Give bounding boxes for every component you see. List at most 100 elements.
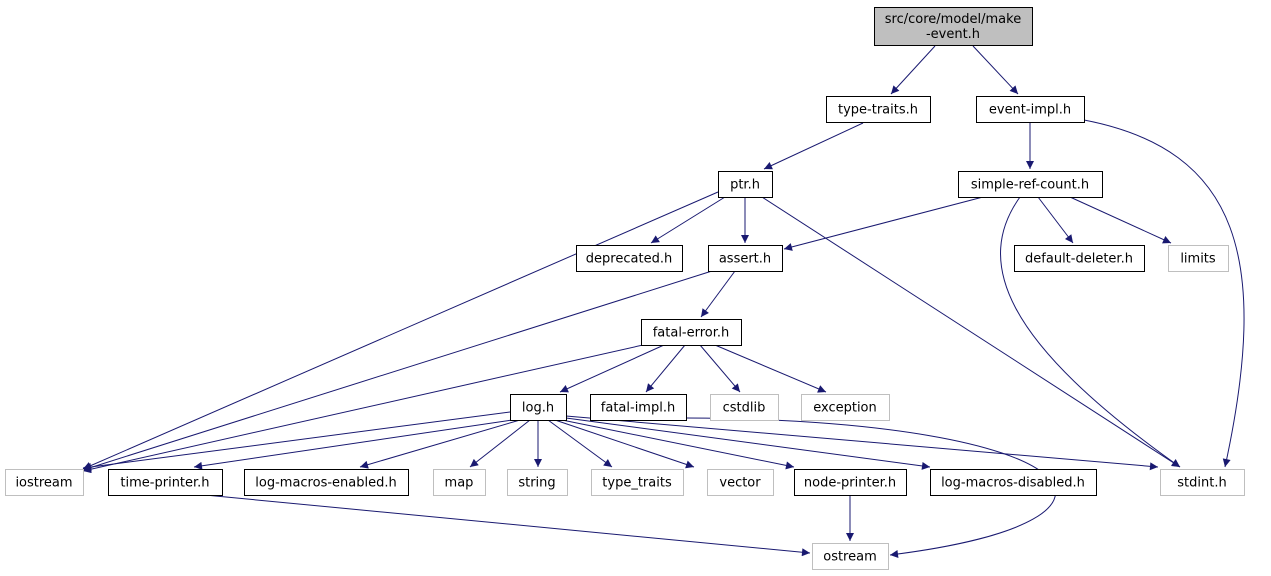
node-stdint: stdint.h: [1160, 469, 1245, 496]
node-node-printer[interactable]: node-printer.h: [794, 469, 907, 496]
node-label-stdint: stdint.h: [1177, 476, 1226, 491]
node-box-default-deleter: [1014, 245, 1145, 272]
node-deprecated[interactable]: deprecated.h: [576, 245, 683, 272]
node-label-make-event-line-2: -event.h: [926, 27, 980, 42]
node-box-fatal-impl: [590, 394, 687, 421]
edge-simple-ref-count-to-default-deleter: [1037, 196, 1074, 244]
edge-simple-ref-count-to-stdint: [1000, 196, 1181, 468]
edge-simple-ref-count-to-limits: [1069, 196, 1172, 244]
node-type-traits[interactable]: type-traits.h: [826, 96, 931, 123]
edge-log-to-vector: [554, 419, 695, 469]
node-label-default-deleter: default-deleter.h: [1025, 252, 1133, 267]
node-label-fatal-error: fatal-error.h: [653, 326, 730, 341]
node-ptr[interactable]: ptr.h: [718, 171, 773, 198]
edge-ptr-to-deprecated: [650, 196, 726, 244]
edge-log-to-map: [469, 419, 531, 468]
node-box-time-printer: [108, 469, 223, 496]
node-label-limits: limits: [1180, 252, 1216, 267]
edge-time-printer-to-ostream: [204, 494, 811, 557]
edges-layer: [82, 45, 1245, 558]
node-label-log-macros-disabled: log-macros-disabled.h: [941, 476, 1085, 491]
node-label-simple-ref-count: simple-ref-count.h: [971, 178, 1089, 193]
edge-ptr-to-iostream: [82, 191, 719, 470]
edge-fatal-error-to-fatal-impl: [645, 344, 686, 393]
node-box-limits: [1168, 245, 1229, 272]
node-log[interactable]: log.h: [510, 394, 567, 421]
edge-log-to-node-printer: [561, 419, 795, 470]
node-log-macros-disabled[interactable]: log-macros-disabled.h: [930, 469, 1097, 496]
node-fatal-impl[interactable]: fatal-impl.h: [590, 394, 687, 421]
node-label-assert: assert.h: [719, 252, 771, 267]
edge-assert-to-iostream: [82, 270, 713, 472]
nodes-layer: src/core/model/make-event.h type-traits.h…: [5, 7, 1245, 570]
edge-fatal-error-to-cstdlib: [699, 344, 741, 393]
edge-log-to-log-macros-enabled: [359, 419, 521, 469]
node-box-type-traits: [826, 96, 931, 123]
edge-simple-ref-count-to-assert: [783, 196, 984, 251]
edge-log-to-stdint: [565, 415, 1159, 471]
node-box-exception: [801, 394, 890, 421]
edge-ptr-to-stdint: [761, 196, 1181, 468]
node-label-iostream: iostream: [15, 476, 72, 491]
node-box-assert: [708, 245, 783, 272]
node-label-event-impl: event-impl.h: [989, 103, 1071, 118]
node-event-impl[interactable]: event-impl.h: [976, 96, 1085, 123]
node-log-macros-enabled[interactable]: log-macros-enabled.h: [244, 469, 409, 496]
node-exception: exception: [801, 394, 890, 421]
node-label-exception: exception: [813, 401, 877, 416]
node-box-string: [507, 469, 568, 496]
node-box-deprecated: [576, 245, 683, 272]
node-box-node-printer: [794, 469, 907, 496]
node-label-ostream: ostream: [823, 550, 877, 565]
node-label-deprecated: deprecated.h: [586, 252, 672, 267]
node-box-log-macros-disabled: [930, 469, 1097, 496]
node-label-type_traits: type_traits: [602, 476, 672, 491]
node-make-event[interactable]: src/core/model/make-event.h: [874, 7, 1033, 46]
edge-type-traits-to-ptr: [763, 122, 864, 170]
node-label-node-printer: node-printer.h: [804, 476, 896, 491]
node-string: string: [507, 469, 568, 496]
node-box-cstdlib: [710, 394, 779, 421]
node-box-iostream: [5, 469, 84, 496]
node-cstdlib: cstdlib: [710, 394, 779, 421]
node-label-type-traits: type-traits.h: [838, 103, 918, 118]
node-label-log: log.h: [522, 401, 554, 416]
node-box-ostream: [812, 543, 889, 570]
edge-log-to-type_traits: [547, 419, 613, 468]
node-fatal-error[interactable]: fatal-error.h: [641, 319, 742, 346]
node-label-ptr: ptr.h: [730, 178, 760, 193]
node-label-vector: vector: [719, 476, 761, 491]
edge-log-to-log-macros-disabled: [565, 417, 931, 470]
node-box-make-event: [874, 7, 1033, 46]
node-box-simple-ref-count: [958, 171, 1103, 198]
node-ostream: ostream: [812, 543, 889, 570]
node-label-fatal-impl: fatal-impl.h: [601, 401, 675, 416]
node-time-printer[interactable]: time-printer.h: [108, 469, 223, 496]
node-box-log: [510, 394, 567, 421]
node-label-time-printer: time-printer.h: [120, 476, 209, 491]
edge-make-event-to-type-traits: [890, 45, 936, 95]
edge-log-to-iostream: [82, 411, 511, 471]
node-box-stdint: [1160, 469, 1245, 496]
node-default-deleter[interactable]: default-deleter.h: [1014, 245, 1145, 272]
node-vector: vector: [707, 469, 774, 496]
node-box-event-impl: [976, 96, 1085, 123]
node-box-map: [433, 469, 486, 496]
edge-fatal-error-to-exception: [714, 344, 827, 393]
node-label-cstdlib: cstdlib: [723, 401, 766, 416]
node-box-ptr: [718, 171, 773, 198]
node-label-map: map: [445, 476, 474, 491]
node-box-fatal-error: [641, 319, 742, 346]
edge-fatal-error-to-iostream: [82, 344, 644, 474]
node-box-log-macros-enabled: [244, 469, 409, 496]
node-label-log-macros-enabled: log-macros-enabled.h: [255, 476, 396, 491]
node-assert[interactable]: assert.h: [708, 245, 783, 272]
node-simple-ref-count[interactable]: simple-ref-count.h: [958, 171, 1103, 198]
edge-event-impl-to-stdint: [1083, 119, 1245, 468]
node-label-make-event-line-1: src/core/model/make: [885, 12, 1021, 27]
node-label-string: string: [518, 476, 555, 491]
node-iostream: iostream: [5, 469, 84, 496]
node-box-vector: [707, 469, 774, 496]
edge-fatal-error-to-log: [559, 344, 665, 393]
